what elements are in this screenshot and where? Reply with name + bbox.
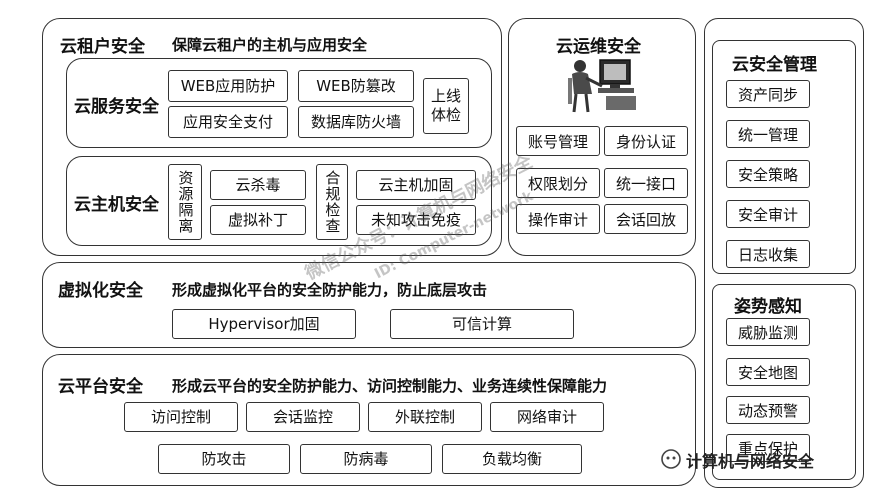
outbound-control-box: 外联控制 (368, 402, 482, 432)
wechat-icon (661, 449, 681, 469)
cloud-antivirus-box: 云杀毒 (210, 170, 306, 200)
hypervisor-hardening-box: Hypervisor加固 (172, 309, 356, 339)
identity-auth-box: 身份认证 (604, 126, 688, 156)
account-management-box: 账号管理 (516, 126, 600, 156)
ops-security-title: 云运维安全 (556, 37, 641, 57)
access-control-box: 访问控制 (124, 402, 238, 432)
web-anti-tamper-box: WEB防篡改 (298, 70, 414, 102)
security-audit-box: 安全审计 (726, 200, 810, 228)
operator-at-computer-icon (568, 59, 636, 113)
virtual-patch-box: 虚拟补丁 (210, 205, 306, 235)
footer-account-name: 计算机与网络安全 (686, 452, 815, 471)
tenant-security-subtitle: 保障云租户的主机与应用安全 (172, 36, 368, 54)
unified-management-box: 统一管理 (726, 120, 810, 148)
asset-sync-box: 资产同步 (726, 80, 810, 108)
cloud-security-management-panel (712, 40, 856, 274)
network-audit-box: 网络审计 (490, 402, 604, 432)
web-app-protection-box: WEB应用防护 (168, 70, 288, 102)
situation-awareness-title: 姿势感知 (734, 297, 802, 317)
anti-attack-box: 防攻击 (158, 444, 290, 474)
load-balancing-box: 负载均衡 (442, 444, 582, 474)
host-hardening-box: 云主机加固 (356, 170, 476, 200)
virtualization-security-title: 虚拟化安全 (58, 281, 143, 301)
cloud-security-management-title: 云安全管理 (732, 55, 817, 75)
log-collection-box: 日志收集 (726, 240, 810, 268)
dynamic-warning-box: 动态预警 (726, 396, 810, 424)
database-firewall-box: 数据库防火墙 (298, 106, 414, 138)
unknown-attack-immunity-box: 未知攻击免疫 (356, 205, 476, 235)
launch-check-box: 上线 体检 (423, 78, 469, 134)
platform-security-title: 云平台安全 (58, 377, 143, 397)
threat-monitoring-box: 威胁监测 (726, 318, 810, 346)
resource-isolation-box: 资源隔离 (168, 164, 202, 240)
compliance-check-box: 合规检查 (316, 164, 348, 240)
tenant-security-title: 云租户安全 (60, 37, 145, 57)
platform-security-subtitle: 形成云平台的安全防护能力、访问控制能力、业务连续性保障能力 (172, 377, 608, 395)
anti-virus-box: 防病毒 (300, 444, 432, 474)
security-map-box: 安全地图 (726, 358, 810, 386)
security-policy-box: 安全策略 (726, 160, 810, 188)
unified-interface-box: 统一接口 (604, 168, 688, 198)
virtualization-security-panel (42, 262, 696, 348)
key-protection-box: 重点保护 (726, 434, 810, 462)
host-security-title: 云主机安全 (74, 195, 159, 215)
trusted-computing-box: 可信计算 (390, 309, 574, 339)
operation-audit-box: 操作审计 (516, 204, 600, 234)
permission-division-box: 权限划分 (516, 168, 600, 198)
virtualization-security-subtitle: 形成虚拟化平台的安全防护能力，防止底层攻击 (172, 281, 488, 299)
app-secure-payment-box: 应用安全支付 (168, 106, 288, 138)
session-replay-box: 会话回放 (604, 204, 688, 234)
service-security-title: 云服务安全 (74, 97, 159, 117)
session-monitoring-box: 会话监控 (246, 402, 360, 432)
